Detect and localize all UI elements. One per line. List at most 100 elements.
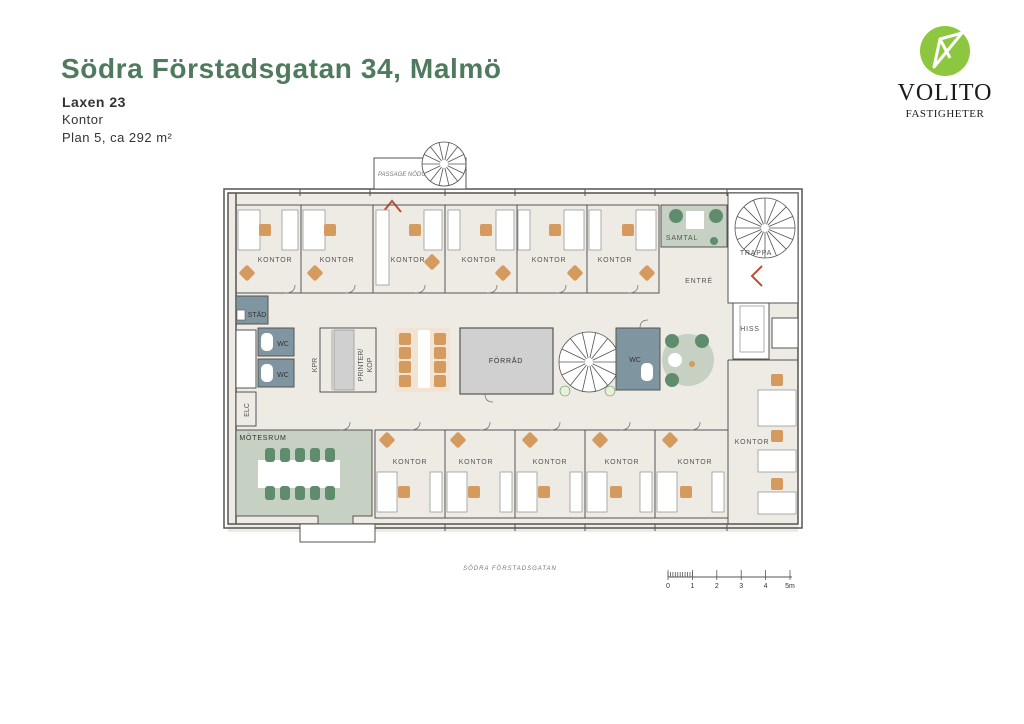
bottom-office-labels: KONTOR KONTOR KONTOR KONTOR KONTOR [393, 459, 713, 466]
room-label: KOP [367, 357, 374, 372]
stair-step [581, 332, 589, 359]
room-label: KONTOR [735, 439, 770, 446]
stair-step [429, 146, 442, 162]
top-desks [237, 209, 657, 286]
stair-step [768, 229, 793, 240]
scale-bar: 0 1 2 3 4 5m [666, 570, 795, 590]
top-office-labels: KONTOR KONTOR KONTOR KONTOR KONTOR KONTO… [258, 257, 633, 264]
room-label: KONTOR [533, 459, 568, 466]
stair-step [438, 142, 444, 161]
page-title: Södra Förstadsgatan 34, Malmö [61, 53, 502, 84]
entry-arrow-icon [750, 265, 763, 287]
stair-step [737, 216, 762, 227]
emergency-passage: PASSAGE NÖDUT [373, 141, 467, 213]
scale-label: 1 [690, 583, 694, 590]
stair-step [591, 364, 609, 386]
center-wc: WC [615, 327, 661, 391]
room-label: KONTOR [391, 257, 426, 264]
floor-info: Plan 5, ca 292 m² [62, 130, 173, 145]
motesrum: MÖTESRUM [235, 429, 376, 543]
forrad: FÖRRÅD [459, 327, 554, 395]
room-label: SAMTAL [666, 235, 698, 242]
stair-step [592, 348, 617, 361]
stair-step [429, 166, 442, 182]
room-label: KONTOR [459, 459, 494, 466]
room-label: KONTOR [678, 459, 713, 466]
stair-step [446, 146, 459, 162]
entry-arrow-icon [382, 199, 402, 213]
room-label: WC [277, 372, 289, 379]
door-swings [284, 284, 701, 431]
scale-label: 5m [785, 583, 795, 590]
scale-label: 0 [666, 583, 670, 590]
room-label: KONTOR [462, 257, 497, 264]
room-label: ELC [244, 403, 251, 417]
stair-step [446, 166, 459, 182]
room-label: WC [629, 357, 641, 364]
room-label: KONTOR [598, 257, 633, 264]
stair-step [753, 200, 764, 225]
room-label: FÖRRÅD [489, 356, 523, 365]
stair-step [424, 165, 441, 174]
stair-step [743, 230, 763, 250]
lounge-table [662, 334, 714, 387]
stair-step [743, 206, 763, 226]
room-label: KONTOR [393, 459, 428, 466]
room-label: KPR [312, 358, 319, 372]
stair-step [447, 165, 464, 174]
samtal-room: SAMTAL [660, 204, 728, 248]
kitchen-table [395, 328, 450, 392]
stair-step [424, 154, 441, 163]
stair-step [589, 332, 597, 359]
scale-label: 4 [764, 583, 768, 590]
stair-step [447, 154, 464, 163]
room-label: WC [277, 341, 289, 348]
trappa-stair: TRAPPA [727, 192, 799, 304]
stair-step [591, 338, 609, 360]
hiss: HISS [732, 302, 799, 360]
room-label: KONTOR [258, 257, 293, 264]
stair-step [581, 365, 589, 392]
spiral-stair-top [421, 141, 467, 187]
scale-label: 3 [739, 583, 743, 590]
kpr-printer: KPR PRINTER/ KOP [312, 327, 377, 393]
stair-step [444, 142, 450, 161]
right-office: KONTOR [727, 359, 798, 524]
property-name: Laxen 23 [62, 94, 126, 110]
top-offices [235, 204, 660, 294]
stair-step [444, 167, 450, 186]
stair-step [561, 363, 586, 376]
stair-step [767, 230, 787, 250]
room-label: MÖTESRUM [239, 434, 286, 442]
logo-subtitle: FASTIGHETER [905, 108, 985, 120]
stair-step [438, 167, 444, 186]
stair-step [561, 348, 586, 361]
passage-label: PASSAGE NÖDUT [378, 171, 431, 178]
stair-step [589, 365, 597, 392]
room-label: STÄD [248, 311, 267, 319]
room-label: KONTOR [605, 459, 640, 466]
service-rooms-left: STÄD WC WC ELC [235, 295, 295, 427]
company-logo: VOLITO FASTIGHETER [890, 24, 1000, 124]
stair-step [768, 216, 793, 227]
scale-label: 2 [715, 583, 719, 590]
logo-name: VOLITO [897, 80, 993, 106]
stair-step [766, 200, 777, 225]
stair-step [569, 338, 587, 360]
stair-step [767, 206, 787, 226]
leaf-arrow-icon [920, 26, 970, 76]
property-use: Kontor [62, 112, 104, 127]
room-label: HISS [740, 326, 760, 333]
stair-step [592, 363, 617, 376]
stair-step [569, 364, 587, 386]
room-label: KONTOR [532, 257, 567, 264]
entre-label: ENTRÉ [685, 276, 713, 285]
stair-step [753, 231, 764, 256]
room-label: PRINTER/ [358, 349, 365, 382]
stair-step [766, 231, 777, 256]
room-label: KONTOR [320, 257, 355, 264]
street-label: SÖDRA FÖRSTADSGATAN [463, 565, 557, 572]
bottom-desks [376, 471, 725, 513]
stair-step [737, 229, 762, 240]
